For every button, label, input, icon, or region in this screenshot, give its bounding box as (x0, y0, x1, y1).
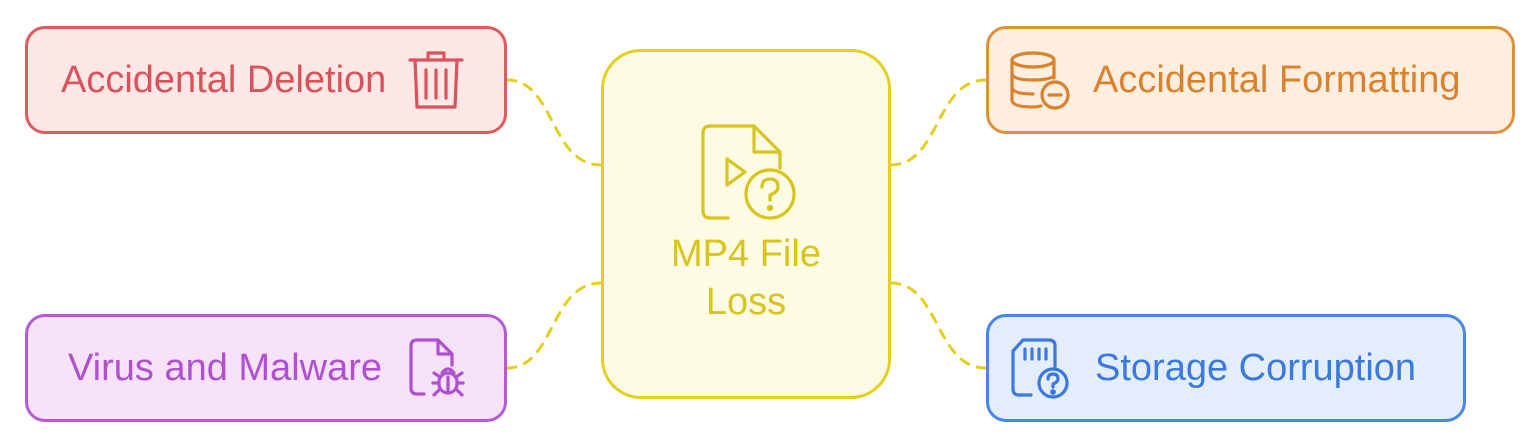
connector-formatting (889, 78, 988, 167)
center-node: MP4 File Loss (601, 49, 891, 399)
cause-label: Storage Corruption (1095, 346, 1417, 389)
cause-accidental-formatting: Accidental Formatting (986, 26, 1515, 134)
connector-virus (505, 281, 603, 370)
center-title: MP4 File Loss (671, 233, 821, 323)
cause-label: Accidental Formatting (1093, 58, 1461, 101)
cause-accidental-deletion: Accidental Deletion (25, 26, 507, 134)
cause-label: Accidental Deletion (61, 58, 387, 101)
cause-label: Virus and Malware (68, 346, 383, 389)
cause-virus-and-malware: Virus and Malware (25, 314, 507, 422)
video-file-question-icon (698, 122, 802, 227)
cause-storage-corruption: Storage Corruption (986, 314, 1466, 422)
sd-card-question-icon (1009, 337, 1071, 399)
trash-icon (408, 50, 464, 110)
database-minus-icon (1009, 50, 1071, 110)
connector-deletion (505, 78, 603, 167)
file-bug-icon (408, 337, 468, 399)
connector-storage (889, 281, 988, 370)
